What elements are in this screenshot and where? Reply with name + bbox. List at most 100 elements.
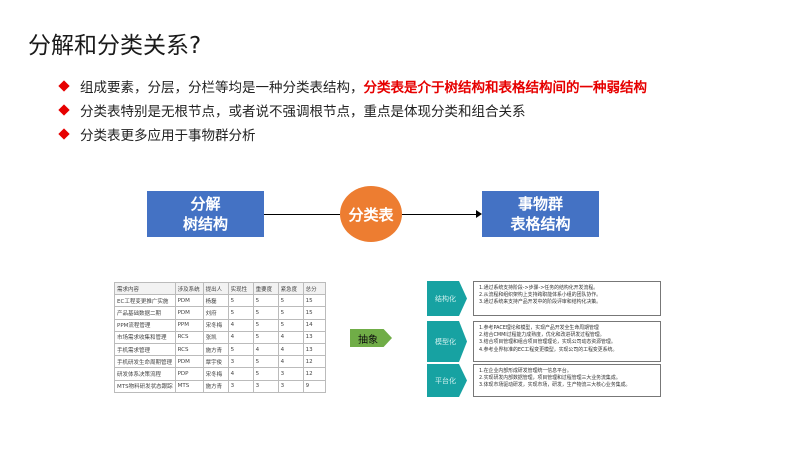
cell: MTS物料研发状态跟踪	[114, 379, 176, 393]
cell: 张凯	[202, 330, 229, 344]
cell: 5	[252, 355, 279, 369]
table-header-row: 需求内容 涉及系统 提出人 实现性 重要度 紧急度 总分	[114, 281, 326, 296]
diamond-bullet-icon	[58, 104, 70, 116]
feature-label: 模型化	[427, 321, 467, 362]
feature-item: 1.通过系统支持阶段->步骤->任务的结构化开发流程。	[479, 285, 599, 291]
object-group-table-box: 事物群 表格结构	[482, 191, 599, 237]
feature-item: 4.参考业界标准的EC工程变更模型，实现公司的工程变更系统。	[479, 346, 618, 353]
cell: 5	[227, 342, 254, 357]
cell: 5	[277, 306, 304, 320]
cell: 4	[227, 367, 254, 381]
cell: PDM	[174, 355, 204, 369]
cell: 施方青	[202, 342, 229, 357]
cell: 产品基础数据二期	[114, 306, 176, 320]
cell: 覃宇俊	[202, 355, 229, 369]
bullet-item: 分类表更多应用于事物群分析	[58, 122, 647, 146]
cell: 13	[302, 342, 326, 357]
cell: 3	[227, 355, 254, 369]
bullet-text: 分类表更多应用于事物群分析	[80, 128, 256, 144]
bullet-item: 组成要素，分层，分栏等均是一种分类表结构，分类表是介于树结构和表格结构间的一种弱…	[58, 74, 648, 98]
feature-item: 1.参考PACE理论和模型，实现产品开发全生命周期管理	[479, 325, 599, 331]
connector-line	[264, 214, 340, 215]
cell: 15	[302, 306, 326, 320]
cell: 施方青	[202, 379, 229, 393]
diamond-bullet-icon	[58, 128, 70, 140]
cell: 9	[302, 379, 326, 393]
cell: 手机需求管理	[114, 342, 176, 357]
feature-item: 2.从流程和组织架构上支持跨职能体系小组的团队协作。	[479, 292, 602, 299]
cell: 5	[252, 367, 279, 381]
connector-line	[402, 214, 478, 215]
cell: 5	[252, 318, 279, 332]
diamond-bullet-icon	[58, 80, 70, 92]
header-cell: 实现性	[227, 281, 254, 296]
cell: PPM流程管理	[114, 318, 176, 332]
feature-item: 2.结合CMMI过程能力成熟度，优化和改进研发过程管理。	[479, 332, 605, 339]
cell: 3	[277, 367, 304, 381]
cell: PPM	[174, 318, 204, 332]
header-cell: 需求内容	[114, 281, 176, 296]
bullet-text: 分类表特别是无根节点，或者说不强调根节点，重点是体现分类和组合关系	[80, 104, 526, 120]
bullet-list: 组成要素，分层，分栏等均是一种分类表结构，分类表是介于树结构和表格结构间的一种弱…	[58, 74, 648, 146]
cell: 4	[227, 330, 254, 344]
cell: 刘府	[202, 306, 229, 320]
header-cell: 涉及系统	[174, 281, 204, 296]
box-line: 事物群	[517, 195, 563, 213]
cell: RCS	[174, 330, 204, 344]
feature-label: 结构化	[427, 281, 467, 316]
cell: 3	[277, 379, 304, 393]
header-cell: 提出人	[202, 281, 229, 296]
feature-item: 2.实现研发内部数据管理，项目管理和过程管理三大业务流集成。	[479, 375, 621, 382]
cell: 12	[302, 367, 326, 381]
feature-description: 1.参考PACE理论和模型，实现产品开发全生命周期管理 2.结合CMMI过程能力…	[473, 321, 661, 362]
cell: 研发体系决策流程	[114, 367, 176, 381]
cell: 5	[252, 306, 279, 320]
cell: 5	[227, 306, 254, 320]
cell: 宋冬梅	[202, 367, 229, 381]
bullet-highlight: 分类表是介于树结构和表格结构间的一种弱结构	[363, 80, 648, 96]
cell: 5	[227, 294, 254, 308]
cell: EC工程变更推广实施	[114, 294, 176, 308]
header-cell: 重要度	[252, 281, 279, 296]
cell: RCS	[174, 342, 204, 357]
box-line: 树结构	[182, 215, 228, 233]
cell: 14	[302, 318, 326, 332]
header-cell: 紧急度	[277, 281, 304, 296]
feature-description: 1.在企业内部形成研发管理统一信息平台。 2.实现研发内部数据管理，项目管理和过…	[473, 364, 661, 397]
feature-item: 3.体现市场驱动研发，实现市场，研发，生产物流三大核心业务集成。	[479, 382, 631, 389]
cell: PDM	[174, 294, 204, 308]
classification-table-circle: 分类表	[340, 186, 402, 242]
bullet-item: 分类表特别是无根节点，或者说不强调根节点，重点是体现分类和组合关系	[58, 98, 647, 122]
cell: 杨磊	[202, 294, 229, 308]
cell: 手机研发生命周期管理	[114, 355, 176, 369]
cell: 12	[302, 355, 326, 369]
box-line: 表格结构	[510, 215, 571, 233]
cell: 3	[252, 379, 279, 393]
cell: 5	[277, 294, 304, 308]
feature-item: 1.在企业内部形成研发管理统一信息平台。	[479, 368, 572, 374]
abstract-arrow-label: 抽象	[350, 329, 392, 347]
feature-label: 平台化	[427, 364, 467, 397]
cell: 5	[277, 318, 304, 332]
feature-item: 3.通过系统来支持产品开发中的阶段评审和结构化决策。	[479, 299, 602, 306]
cell: 4	[227, 318, 254, 332]
bullet-text: 组成要素，分层，分栏等均是一种分类表结构，	[80, 80, 364, 96]
cell: 宋冬梅	[202, 318, 229, 332]
cell: 4	[252, 342, 279, 357]
cell: 4	[277, 330, 304, 344]
box-line: 分解	[190, 195, 221, 213]
cell: 4	[277, 342, 304, 357]
decompose-tree-box: 分解 树结构	[147, 191, 264, 237]
page-title: 分解和分类关系?	[28, 33, 202, 59]
cell: 5	[252, 294, 279, 308]
arrow-right-icon	[476, 210, 482, 218]
cell: 4	[277, 355, 304, 369]
